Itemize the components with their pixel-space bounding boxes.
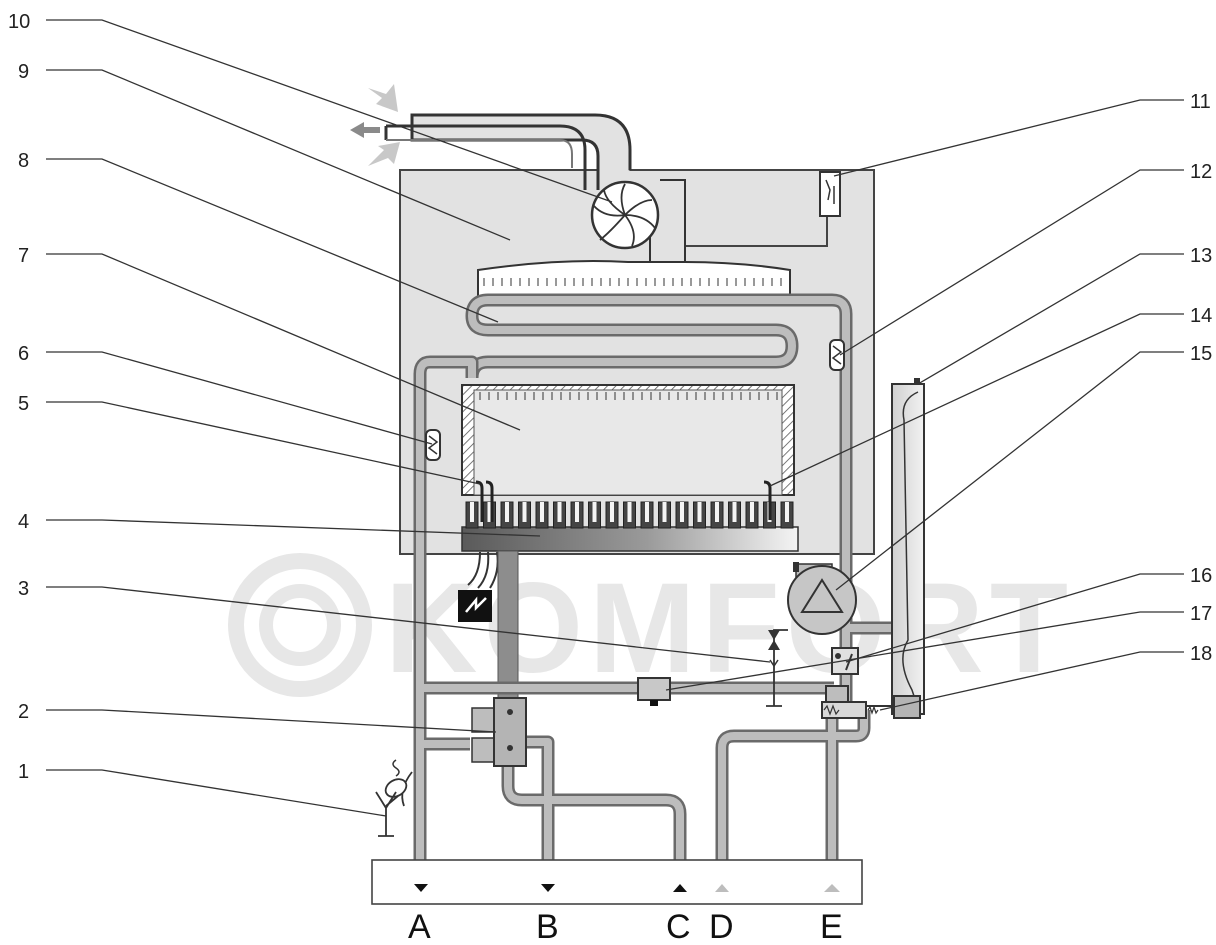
leader-line xyxy=(665,611,1184,691)
watermark-text: KOMFORT xyxy=(385,557,1074,700)
callout-1: 1 xyxy=(18,761,29,783)
leader-line xyxy=(845,573,1184,663)
water-pipes xyxy=(413,293,900,864)
expansion-vessel xyxy=(891,378,925,715)
leader-line xyxy=(46,519,541,537)
leader-line xyxy=(46,253,521,431)
connection-label-b: B xyxy=(536,908,559,945)
leader-line xyxy=(46,586,771,663)
connection-label-e: E xyxy=(820,908,843,945)
ntc-sensor-flow xyxy=(425,429,441,461)
connection-labels: A B C D E xyxy=(408,908,843,945)
leader-line xyxy=(835,351,1184,591)
leader-lines xyxy=(46,19,1184,817)
leader-line xyxy=(46,19,613,203)
combustion-chamber xyxy=(461,384,795,496)
drain-siphon xyxy=(375,759,413,837)
callout-9: 9 xyxy=(18,61,29,83)
callout-11: 11 xyxy=(1190,91,1211,113)
connection-label-d: D xyxy=(709,908,734,945)
flue-duct xyxy=(384,113,632,190)
connection-label-a: A xyxy=(408,908,431,945)
burner xyxy=(461,501,799,552)
leader-line xyxy=(46,401,481,485)
leader-line xyxy=(46,69,511,241)
callout-7: 7 xyxy=(18,245,29,267)
callout-6: 6 xyxy=(18,343,29,365)
callout-numbers: 10 9 8 7 6 5 4 3 2 1 11 12 13 14 15 16 1… xyxy=(8,11,1212,783)
gas-valve xyxy=(471,697,527,767)
ignition-electrodes xyxy=(475,480,772,522)
callout-2: 2 xyxy=(18,701,29,723)
callout-13: 13 xyxy=(1190,245,1212,267)
callout-10: 10 xyxy=(8,11,30,33)
connection-label-c: C xyxy=(666,908,691,945)
leader-line xyxy=(46,709,497,733)
callout-4: 4 xyxy=(18,511,29,533)
callout-15: 15 xyxy=(1190,343,1212,365)
fan xyxy=(590,179,686,271)
gas-supply-pipe xyxy=(497,550,519,702)
flue-arrows xyxy=(350,84,400,166)
callout-8: 8 xyxy=(18,150,29,172)
callout-12: 12 xyxy=(1190,161,1212,183)
flow-sensor xyxy=(637,677,671,706)
ignition-unit xyxy=(458,551,499,622)
callout-3: 3 xyxy=(18,578,29,600)
callout-16: 16 xyxy=(1190,565,1212,587)
ntc-sensor-return xyxy=(829,339,845,371)
leader-line xyxy=(833,99,1184,177)
connection-arrows xyxy=(414,884,840,892)
safety-valve xyxy=(766,629,788,707)
callout-14: 14 xyxy=(1190,305,1212,327)
connection-bar xyxy=(371,859,863,905)
heat-exchanger-hood xyxy=(477,260,791,301)
leader-line xyxy=(46,769,387,817)
callout-18: 18 xyxy=(1190,643,1212,665)
callout-5: 5 xyxy=(18,393,29,415)
pressure-switch xyxy=(686,171,841,247)
circulation-pump xyxy=(787,562,857,635)
callout-17: 17 xyxy=(1190,603,1212,625)
diverter-valve xyxy=(821,685,921,719)
leader-line xyxy=(769,313,1184,487)
leader-line xyxy=(917,253,1184,385)
leader-line xyxy=(46,158,499,323)
leader-line xyxy=(46,351,433,445)
leader-line xyxy=(879,651,1184,711)
leader-line xyxy=(839,169,1184,356)
